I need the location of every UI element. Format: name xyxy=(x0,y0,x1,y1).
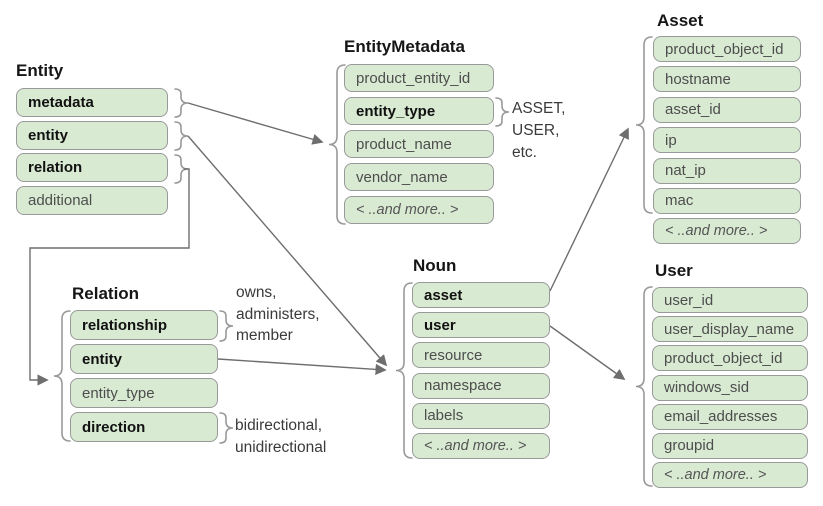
arrow-relation-to-relation-table xyxy=(29,168,190,386)
noun-field-and-more: < ..and more.. > xyxy=(412,432,550,459)
entity-field-additional: additional xyxy=(16,185,168,215)
user-table: User user_id user_display_name product_o… xyxy=(652,261,808,491)
relation-field-entity: entity xyxy=(70,344,218,374)
arrow-metadata-to-entitymetadata xyxy=(187,102,324,145)
relation-table: Relation relationship entity entity_type… xyxy=(70,284,218,446)
user-field-email-addresses: email_addresses xyxy=(652,403,808,430)
entitymetadata-field-product-entity-id: product_entity_id xyxy=(344,64,494,92)
brace-relationship-values xyxy=(219,310,234,342)
entitymetadata-table: EntityMetadata product_entity_id entity_… xyxy=(344,37,494,229)
asset-table-title: Asset xyxy=(657,11,704,30)
noun-field-user: user xyxy=(412,312,550,339)
user-field-product-object-id: product_object_id xyxy=(652,345,808,372)
note-relationship-values: owns, administers, member xyxy=(236,284,320,344)
entity-table-title: Entity xyxy=(16,61,64,80)
relation-field-entity-type: entity_type xyxy=(70,378,218,408)
entitymetadata-table-title: EntityMetadata xyxy=(344,37,465,56)
asset-field-and-more: < ..and more.. > xyxy=(653,218,801,245)
asset-field-ip: ip xyxy=(653,127,801,154)
relation-table-title: Relation xyxy=(72,284,140,303)
entitymetadata-field-and-more: < ..and more.. > xyxy=(344,196,494,224)
asset-field-mac: mac xyxy=(653,187,801,214)
entity-table: Entity metadata entity relation addition… xyxy=(16,61,168,218)
arrow-noun-asset-to-asset xyxy=(549,127,629,292)
noun-table-title: Noun xyxy=(413,256,457,275)
asset-field-hostname: hostname xyxy=(653,66,801,93)
relation-field-direction: direction xyxy=(70,412,218,442)
brace-asset-left xyxy=(635,36,653,214)
asset-table: Asset product_object_id hostname asset_i… xyxy=(653,11,801,249)
brace-user-left xyxy=(635,286,653,487)
brace-noun-left xyxy=(395,282,413,459)
user-field-user-display-name: user_display_name xyxy=(652,316,808,343)
noun-field-namespace: namespace xyxy=(412,372,550,399)
noun-table: Noun asset user resource namespace label… xyxy=(412,256,550,463)
noun-field-asset: asset xyxy=(412,282,550,308)
entity-field-relation: relation xyxy=(16,153,168,182)
brace-entitymetadata-left xyxy=(328,64,346,225)
user-field-user-id: user_id xyxy=(652,287,808,313)
arrow-relation-entity-to-noun xyxy=(217,358,387,375)
relation-field-relationship: relationship xyxy=(70,310,218,340)
brace-entity-type-values xyxy=(495,97,510,127)
asset-field-product-object-id: product_object_id xyxy=(653,36,801,62)
user-table-title: User xyxy=(655,261,693,280)
noun-field-labels: labels xyxy=(412,402,550,429)
noun-field-resource: resource xyxy=(412,342,550,369)
entitymetadata-field-product-name: product_name xyxy=(344,130,494,158)
user-field-windows-sid: windows_sid xyxy=(652,374,808,401)
note-entity-type-values: ASSET, USER, etc. xyxy=(512,100,566,161)
arrow-noun-user-to-user xyxy=(549,325,626,380)
brace-entity-entity xyxy=(174,121,189,151)
brace-entity-metadata xyxy=(174,88,189,118)
entitymetadata-field-entity-type: entity_type xyxy=(344,97,494,125)
asset-field-asset-id: asset_id xyxy=(653,96,801,123)
entity-field-entity: entity xyxy=(16,120,168,150)
arrow-entity-to-noun xyxy=(187,135,388,367)
note-direction-values: bidirectional, unidirectional xyxy=(235,417,327,456)
brace-direction-values xyxy=(219,412,234,444)
user-field-groupid: groupid xyxy=(652,432,808,459)
asset-field-nat-ip: nat_ip xyxy=(653,157,801,184)
user-field-and-more: < ..and more.. > xyxy=(652,462,808,489)
brace-relation-left xyxy=(53,310,71,442)
entity-field-metadata: metadata xyxy=(16,88,168,117)
entitymetadata-field-vendor-name: vendor_name xyxy=(344,163,494,191)
